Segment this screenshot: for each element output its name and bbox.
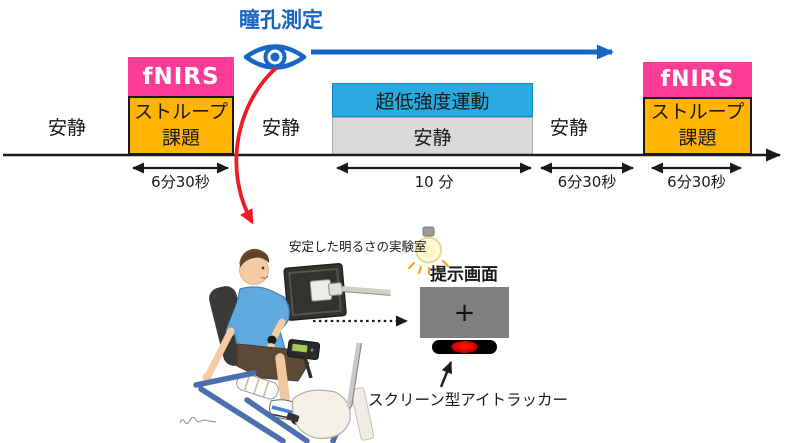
flywheel-housing (291, 389, 351, 439)
tracker-pointer-arrow (439, 361, 453, 388)
room-brightness-label: 安定した明るさの実験室 (289, 239, 427, 254)
participant-illustration (179, 248, 375, 443)
eye-icon (243, 44, 307, 70)
exercise-label: 超低強度運動 (375, 90, 490, 113)
console-stem (303, 357, 313, 379)
duration-label-1: 6分30秒 (151, 173, 210, 191)
eye-tracker-label: スクリーン型アイトラッカー (368, 391, 568, 409)
fnirs-box-left: fNIRS (128, 57, 234, 96)
duration-label-3: 6分30秒 (557, 173, 617, 191)
eye-tracker-device (432, 340, 497, 354)
stroop-task-label: ストループ 課題 (134, 100, 228, 149)
fnirs-label: fNIRS (660, 67, 735, 92)
eye-tracker-sensor (451, 341, 478, 353)
participant-arm (226, 296, 248, 336)
participant-forearm (269, 318, 286, 343)
participant-hand (202, 372, 212, 382)
rest-label-1: 安静 (47, 117, 86, 139)
participant-hair (239, 250, 270, 268)
pedal-crank (291, 413, 303, 425)
sneaker (269, 399, 303, 422)
pupil-measurement-label: 瞳孔測定 (239, 8, 323, 32)
participant-smile (260, 275, 269, 279)
participant-leg (275, 353, 290, 403)
exercise-box: 超低強度運動 (332, 83, 533, 117)
artist-signature (179, 417, 217, 425)
seat-base (236, 373, 279, 400)
detail-pointer-arrow (234, 66, 278, 225)
stroop-task-box-right: ストループ 課題 (643, 97, 752, 155)
presentation-screen-label: 提示画面 (430, 265, 498, 285)
pedal (286, 412, 300, 423)
rest-label-2: 安静 (261, 117, 300, 139)
fnirs-box-right: fNIRS (643, 62, 752, 97)
participant-shorts (236, 343, 310, 382)
fixation-cross: + (453, 297, 476, 328)
seat-rail-strut-edge (350, 342, 363, 408)
wall-outlet-illustration (283, 262, 391, 321)
ergometer-console (286, 339, 321, 361)
participant-shirt (233, 286, 290, 356)
exercise-rest-label: 安静 (413, 126, 452, 149)
stroop-task-box-left: ストループ 課題 (128, 96, 234, 155)
participant-hand (267, 343, 275, 351)
fnirs-label: fNIRS (142, 63, 220, 90)
duration-label-4: 6分30秒 (667, 173, 726, 191)
participant-hair (239, 248, 268, 266)
rest-label-3: 安静 (549, 117, 588, 139)
exercise-rest-box: 安静 (332, 117, 533, 155)
wristband (267, 335, 277, 345)
stroop-task-label: ストループ 課題 (650, 101, 745, 149)
participant-eye (261, 266, 265, 270)
presentation-screen: + (420, 287, 509, 338)
ergometer-frame (193, 370, 354, 443)
participant-head (239, 255, 269, 285)
seat-rail-strut (346, 342, 362, 408)
participant-forearm (205, 327, 235, 378)
duration-label-2: 10 分 (414, 173, 454, 191)
seat-backrest (209, 286, 251, 366)
